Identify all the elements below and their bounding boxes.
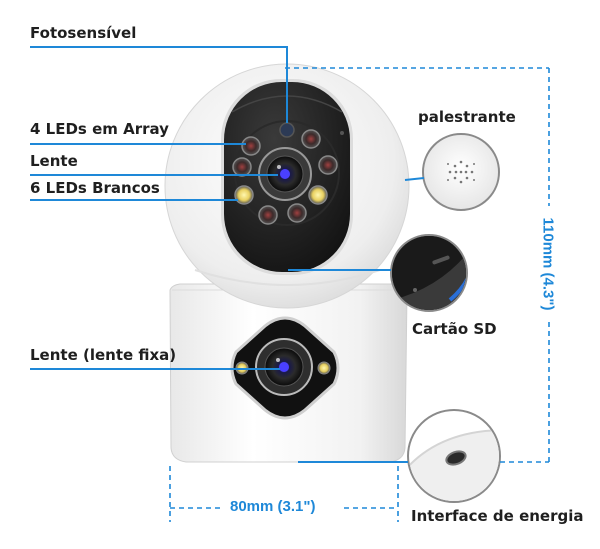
leader-lines — [30, 46, 425, 463]
ir-led — [287, 203, 307, 223]
label-white-leds: 6 LEDs Brancos — [30, 179, 160, 197]
leader-speaker — [404, 177, 425, 181]
label-leds-array: 4 LEDs em Array — [30, 120, 169, 138]
ir-led — [258, 205, 278, 225]
photosensor — [279, 122, 295, 138]
white-led — [308, 185, 328, 205]
white-led — [234, 185, 254, 205]
speaker-callout — [422, 133, 500, 211]
ir-led — [232, 157, 252, 177]
dimension-height-label: 110mm (4.3") — [539, 217, 557, 311]
mic-hole — [340, 131, 344, 135]
leader-photosensitive — [30, 46, 288, 123]
base-lens-housing — [230, 316, 340, 420]
label-lens: Lente — [30, 152, 78, 170]
label-speaker: palestrante — [418, 108, 516, 126]
ir-led — [241, 136, 261, 156]
dimension-width-label: 80mm (3.1") — [230, 498, 316, 515]
power-callout — [407, 409, 501, 503]
white-led — [317, 361, 331, 375]
dimension-lines — [169, 67, 550, 522]
ir-led — [301, 129, 321, 149]
ir-led — [318, 155, 338, 175]
sd-callout — [390, 234, 468, 312]
label-photosensitive: Fotosensível — [30, 24, 137, 42]
label-sd-card: Cartão SD — [412, 320, 497, 338]
label-power: Interface de energia — [411, 507, 584, 525]
label-fixed-lens: Lente (lente fixa) — [30, 346, 177, 364]
